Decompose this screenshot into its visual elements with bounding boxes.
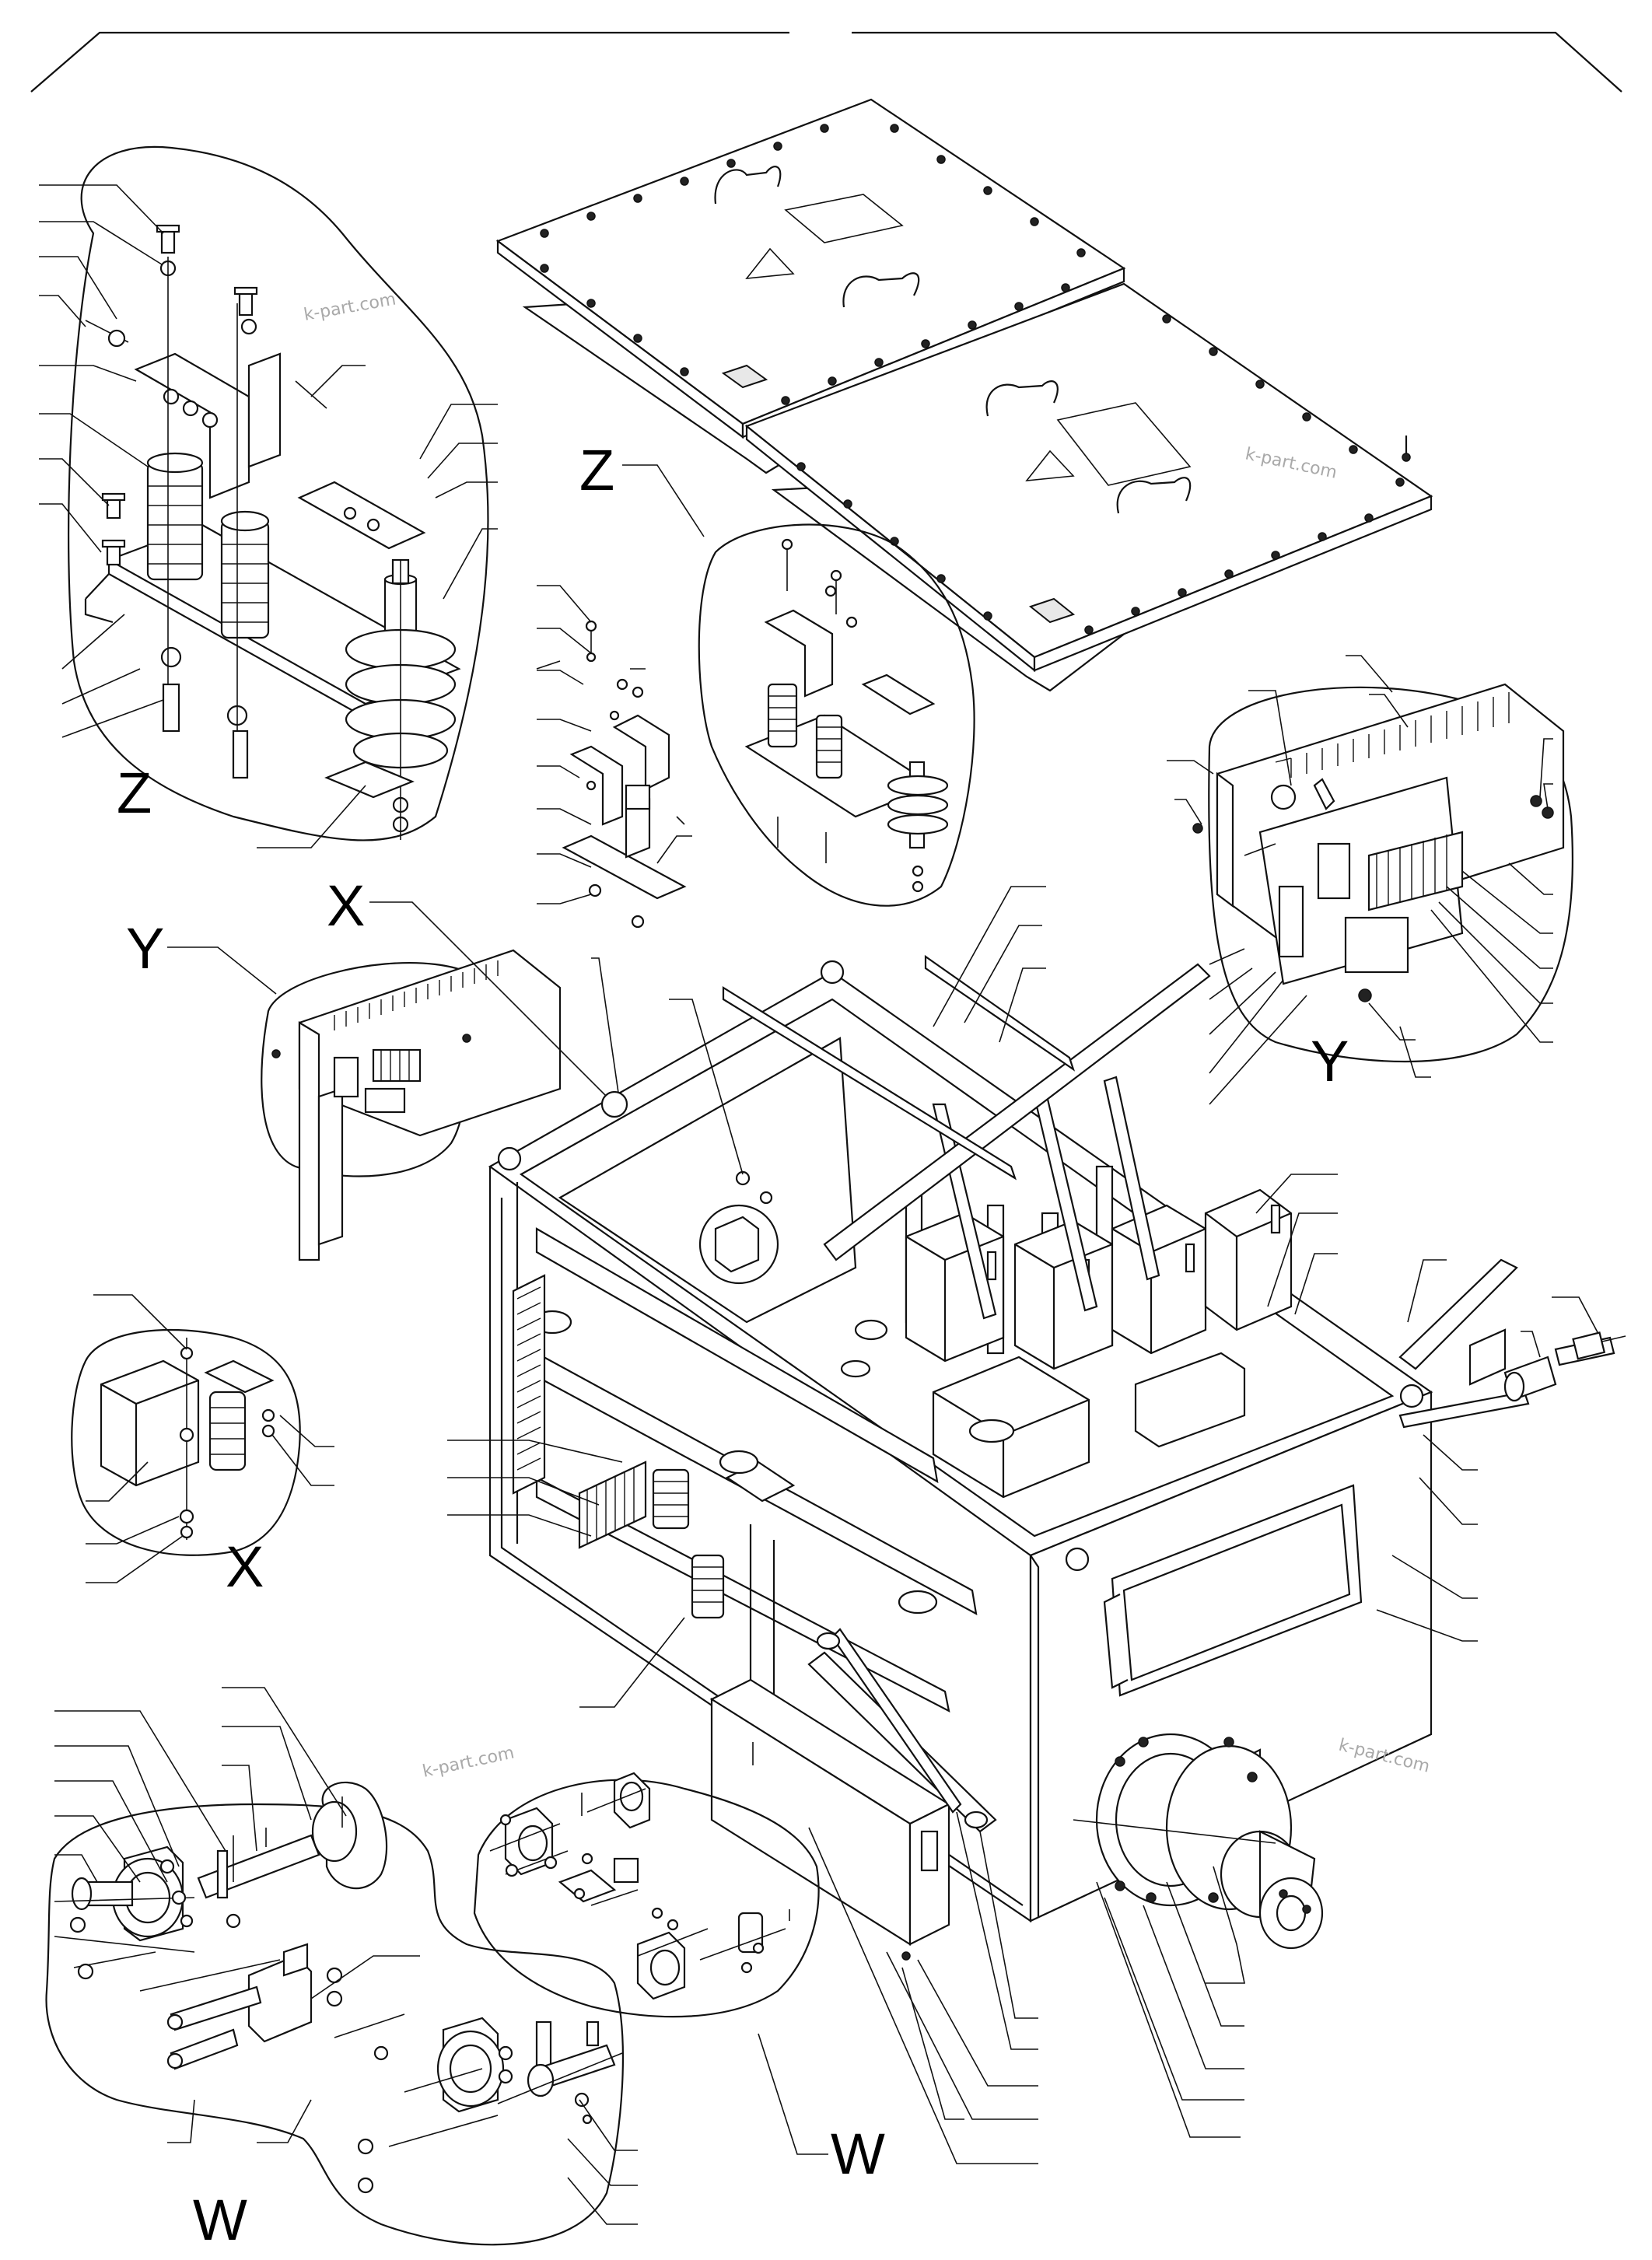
detail-w-bottom-left [45,1781,624,2246]
detail-z-center [698,523,975,907]
drawing-frame [30,31,1622,93]
detail-w-center [473,1742,820,2018]
view-label-x-left: X [226,1534,264,1599]
detail-bracket-coil [536,620,687,929]
leader-lines-left [39,184,498,848]
detail-x-left [71,1328,301,1556]
view-label-z-center: Z [579,438,614,502]
watermark-1: k-part.com [303,289,397,324]
leader-lines-x [86,1294,334,1583]
view-label-y-right: Y [1311,1029,1349,1093]
leader-lines-right-top [1167,655,1553,1105]
main-housing [488,954,1626,1961]
view-label-w-center: W [831,2122,885,2186]
view-label-x-top: X [327,873,365,938]
leader-lines-w [54,1687,638,2225]
view-label-w-bottom-left: W [193,2188,247,2252]
view-label-z-left: Z [117,761,152,825]
watermark-3: k-part.com [421,1744,516,1782]
leader-lines-center [537,585,692,904]
detail-y-left [261,949,562,1261]
leader-lines-housing [447,886,1599,2164]
detail-z-top-left [68,145,489,841]
detail-y-right [1192,683,1573,1063]
cover-plates [495,98,1433,692]
view-label-y-left: Y [126,916,164,981]
